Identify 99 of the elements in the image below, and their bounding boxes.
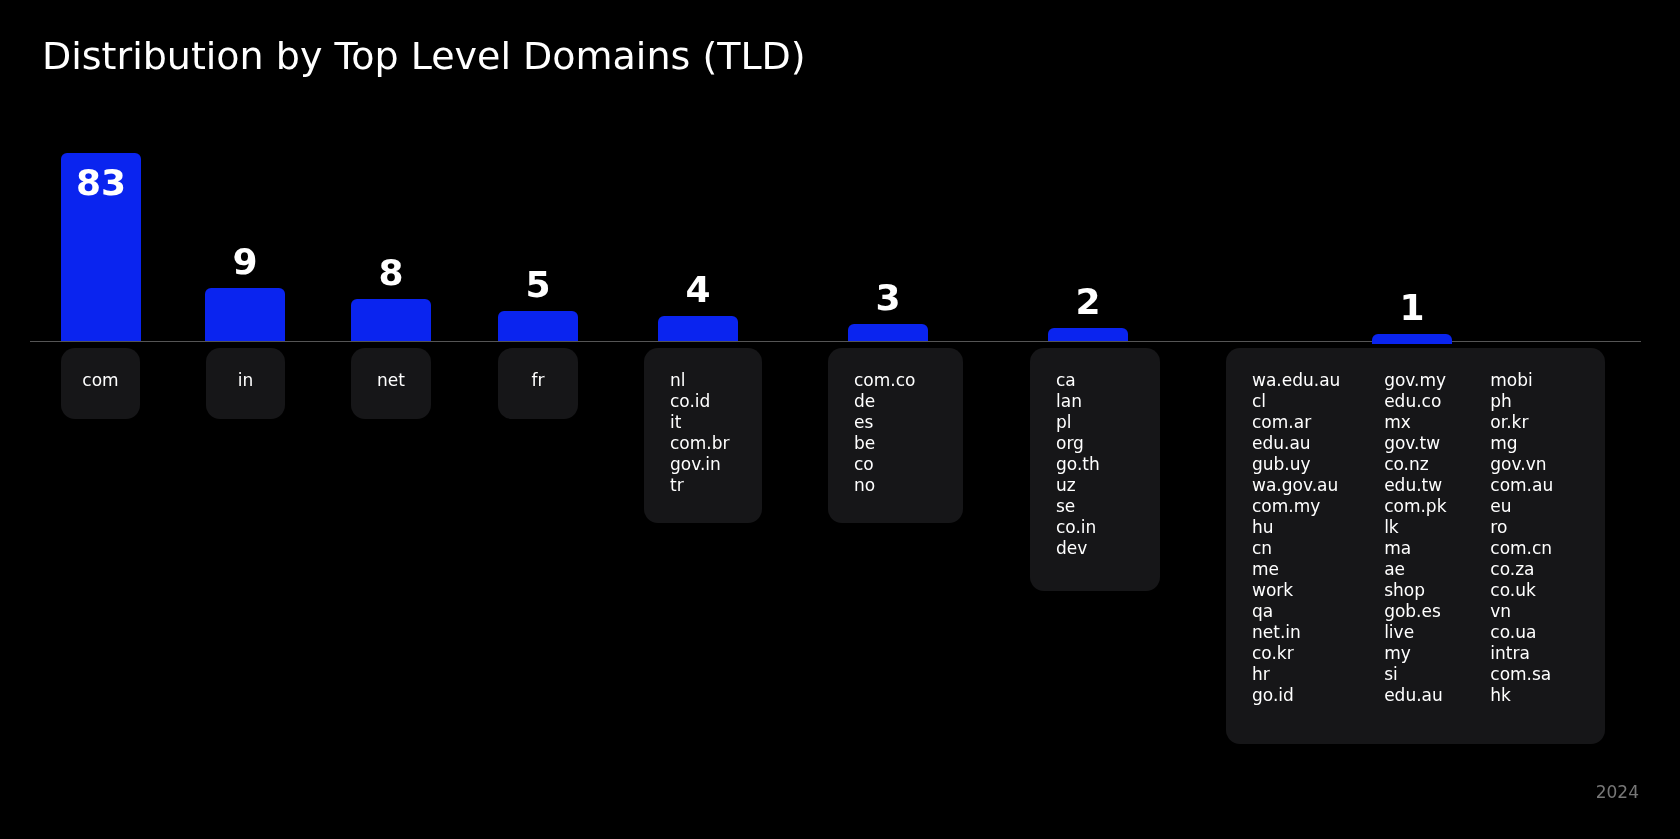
tld-label: gov.tw bbox=[1384, 433, 1442, 454]
tld-label: in bbox=[236, 370, 255, 391]
tld-label: com.my bbox=[1252, 496, 1322, 517]
tld-label: edu.au bbox=[1384, 685, 1444, 706]
tld-label: hu bbox=[1252, 517, 1275, 538]
value-label: 83 bbox=[74, 163, 128, 203]
bar bbox=[848, 324, 928, 341]
tld-label: com.br bbox=[670, 433, 731, 454]
tld-label: pl bbox=[1056, 412, 1073, 433]
bar bbox=[61, 153, 141, 341]
category-box bbox=[206, 348, 285, 419]
tld-label: hr bbox=[1252, 664, 1271, 685]
tld-label: fr bbox=[530, 370, 546, 391]
tld-label: shop bbox=[1384, 580, 1426, 601]
tld-label: wa.gov.au bbox=[1252, 475, 1340, 496]
bar bbox=[1372, 334, 1452, 344]
tld-label: edu.tw bbox=[1384, 475, 1444, 496]
tld-label: com bbox=[81, 370, 120, 391]
tld-label: work bbox=[1252, 580, 1295, 601]
tld-label: or.kr bbox=[1490, 412, 1530, 433]
tld-label: uz bbox=[1056, 475, 1077, 496]
tld-label: be bbox=[854, 433, 877, 454]
tld-label: qa bbox=[1252, 601, 1275, 622]
tld-label: no bbox=[854, 475, 877, 496]
tld-label: se bbox=[1056, 496, 1077, 517]
tld-label: mg bbox=[1490, 433, 1519, 454]
tld-label: ca bbox=[1056, 370, 1077, 391]
tld-label: hk bbox=[1490, 685, 1512, 706]
tld-label: com.sa bbox=[1490, 664, 1553, 685]
bar bbox=[1048, 328, 1128, 341]
tld-label: ma bbox=[1384, 538, 1413, 559]
category-box bbox=[644, 348, 762, 523]
tld-label: com.co bbox=[854, 370, 917, 391]
category-box bbox=[1030, 348, 1160, 591]
tld-label: go.id bbox=[1252, 685, 1295, 706]
value-label: 9 bbox=[231, 242, 259, 282]
chart-title: Distribution by Top Level Domains (TLD) bbox=[42, 34, 806, 78]
bar bbox=[351, 299, 431, 341]
category-box bbox=[1226, 348, 1605, 744]
tld-label: com.au bbox=[1490, 475, 1555, 496]
bar bbox=[205, 288, 285, 341]
tld-label: si bbox=[1384, 664, 1399, 685]
tld-label: lan bbox=[1056, 391, 1083, 412]
tld-label: com.pk bbox=[1384, 496, 1448, 517]
tld-label: nl bbox=[670, 370, 687, 391]
tld-label: vn bbox=[1490, 601, 1513, 622]
tld-label: it bbox=[670, 412, 683, 433]
tld-label: edu.au bbox=[1252, 433, 1312, 454]
tld-label: go.th bbox=[1056, 454, 1101, 475]
tld-label: eu bbox=[1490, 496, 1513, 517]
tld-label: intra bbox=[1490, 643, 1531, 664]
value-label: 8 bbox=[377, 253, 405, 293]
tld-label: com.cn bbox=[1490, 538, 1554, 559]
category-box bbox=[498, 348, 578, 419]
tld-label: cl bbox=[1252, 391, 1268, 412]
bar bbox=[658, 316, 738, 341]
tld-label: co.in bbox=[1056, 517, 1098, 538]
tld-label: es bbox=[854, 412, 875, 433]
tld-label: mobi bbox=[1490, 370, 1534, 391]
value-label: 3 bbox=[874, 278, 902, 318]
category-box bbox=[61, 348, 140, 419]
tld-label: co bbox=[854, 454, 875, 475]
tld-label: cn bbox=[1252, 538, 1274, 559]
value-label: 1 bbox=[1398, 288, 1426, 328]
tld-label: co.za bbox=[1490, 559, 1536, 580]
tld-label: net.in bbox=[1252, 622, 1302, 643]
tld-label: lk bbox=[1384, 517, 1400, 538]
tld-label: co.nz bbox=[1384, 454, 1430, 475]
tld-label: co.uk bbox=[1490, 580, 1537, 601]
tld-label: com.ar bbox=[1252, 412, 1313, 433]
bar bbox=[498, 311, 578, 341]
category-box bbox=[828, 348, 963, 523]
tld-label: edu.co bbox=[1384, 391, 1443, 412]
tld-label: ro bbox=[1490, 517, 1509, 538]
tld-label: ph bbox=[1490, 391, 1513, 412]
source-note: 2024 bbox=[1595, 782, 1639, 802]
tld-label: gov.in bbox=[670, 454, 722, 475]
value-label: 5 bbox=[524, 265, 552, 305]
tld-label: dev bbox=[1056, 538, 1089, 559]
tld-label: co.ua bbox=[1490, 622, 1538, 643]
value-label: 4 bbox=[684, 270, 712, 310]
tld-label: live bbox=[1384, 622, 1416, 643]
tld-label: mx bbox=[1384, 412, 1412, 433]
tld-label: ae bbox=[1384, 559, 1407, 580]
tld-label: my bbox=[1384, 643, 1412, 664]
value-label: 2 bbox=[1074, 282, 1102, 322]
tld-label: gub.uy bbox=[1252, 454, 1312, 475]
tld-label: gov.vn bbox=[1490, 454, 1548, 475]
tld-label: gov.my bbox=[1384, 370, 1448, 391]
tld-label: gob.es bbox=[1384, 601, 1442, 622]
tld-label: tr bbox=[670, 475, 685, 496]
tld-label: co.id bbox=[670, 391, 712, 412]
tld-label: co.kr bbox=[1252, 643, 1295, 664]
tld-label: wa.edu.au bbox=[1252, 370, 1342, 391]
tld-label: me bbox=[1252, 559, 1281, 580]
tld-label: de bbox=[854, 391, 877, 412]
tld-label: net bbox=[376, 370, 406, 391]
tld-label: org bbox=[1056, 433, 1085, 454]
category-box bbox=[351, 348, 431, 419]
